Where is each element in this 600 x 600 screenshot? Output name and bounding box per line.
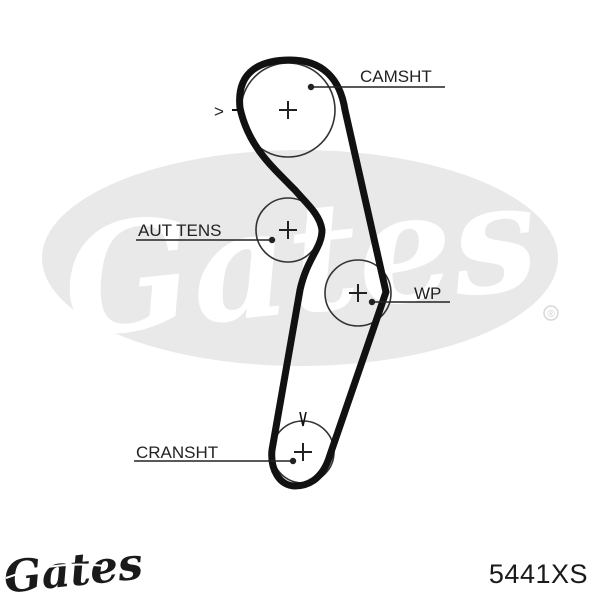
watermark-registered-mark: ® <box>547 309 555 320</box>
timing-belt <box>236 56 390 490</box>
tensioner-label: AUT TENS <box>138 221 221 240</box>
water-pump-leader-dot <box>368 298 376 306</box>
water-pump-center-icon <box>349 284 367 302</box>
gates-logo-text: Gates <box>1 538 145 600</box>
camshaft-center-icon <box>279 101 297 119</box>
tensioner-center-icon <box>279 221 297 239</box>
camshaft-label: CAMSHT <box>360 67 432 86</box>
rotation-direction-marker: > <box>214 102 224 121</box>
crankshaft-label: CRANSHT <box>136 443 218 462</box>
watermark-registered-icon <box>543 305 559 321</box>
camshaft-leader-dot <box>307 83 315 91</box>
crankshaft-center-icon <box>294 443 312 461</box>
part-number: 5441XS <box>488 559 588 589</box>
crankshaft-timing-mark-icon <box>299 411 307 427</box>
logo-swoosh-icon <box>5 563 106 579</box>
water-pump-label: WP <box>414 284 441 303</box>
pulley-centers <box>279 101 367 461</box>
crankshaft-leader-dot <box>289 457 297 465</box>
tensioner-leader-dot <box>268 236 276 244</box>
gates-logo: Gates <box>1 538 145 600</box>
water-pump-pulley <box>324 259 392 327</box>
label-leaders <box>134 83 450 465</box>
